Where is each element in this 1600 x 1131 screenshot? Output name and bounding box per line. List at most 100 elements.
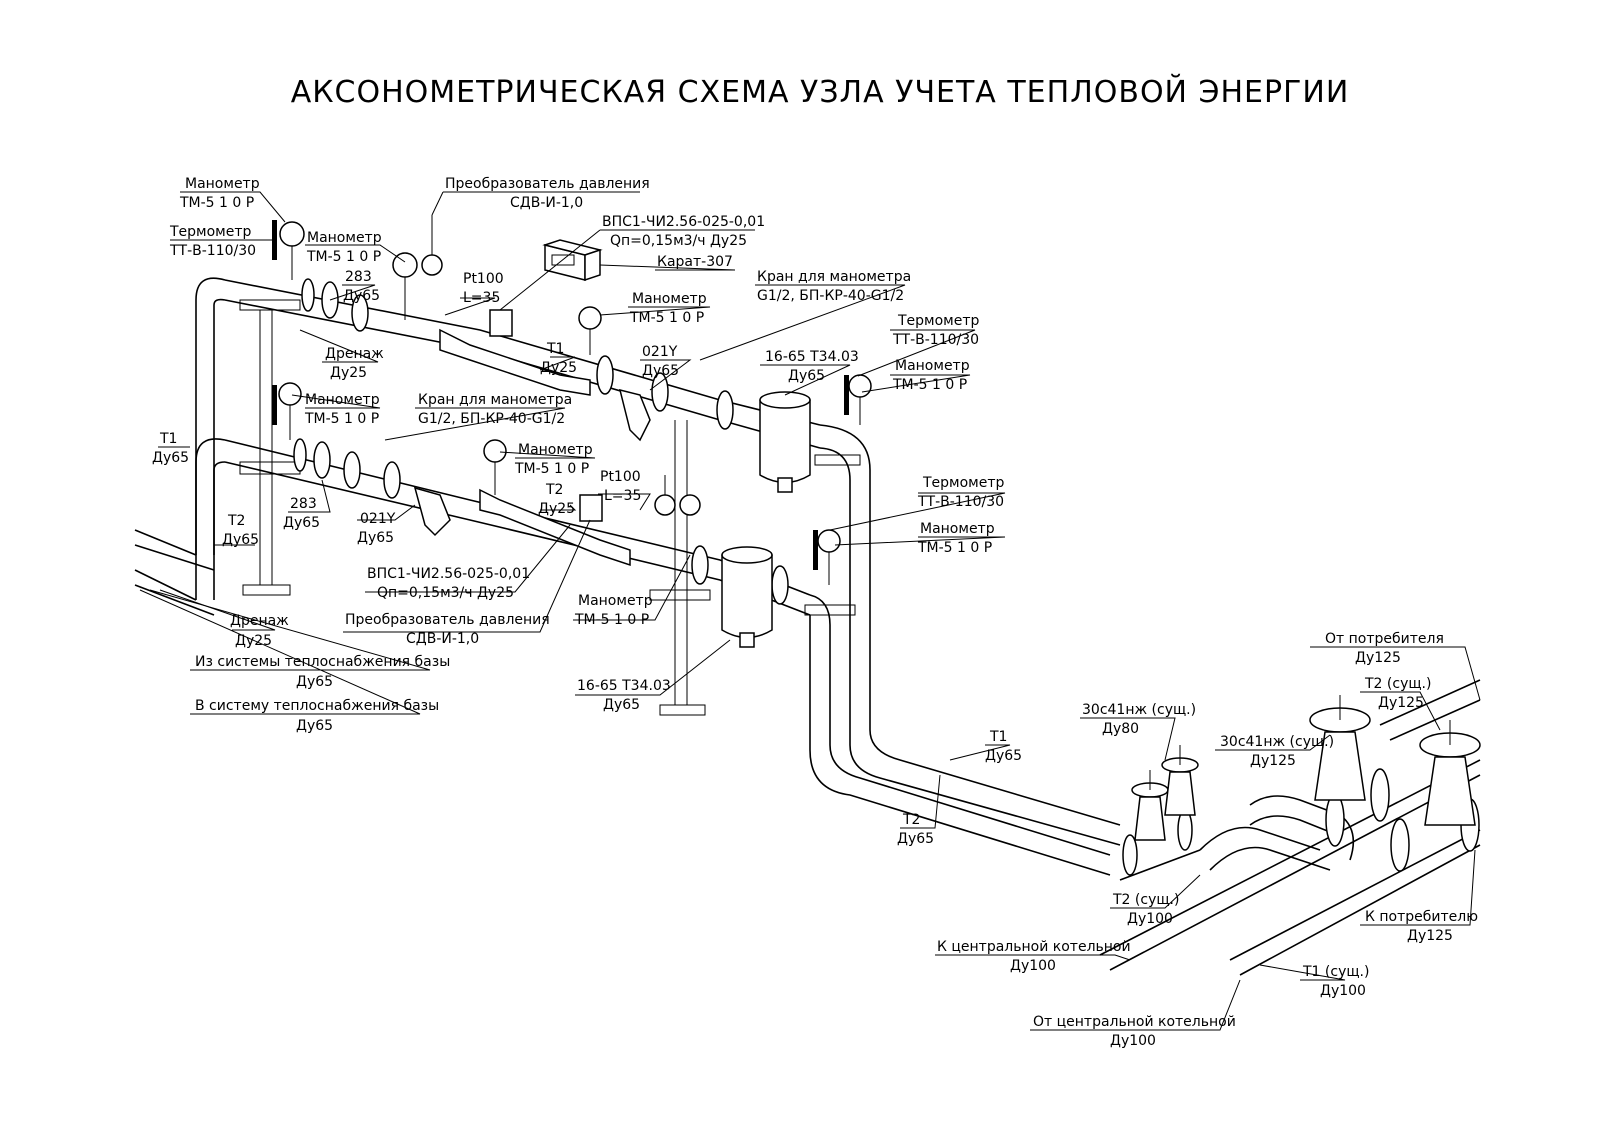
label-t2-existing-125: Т2 (сущ.) [1364,676,1431,692]
label-t2-existing-100: Т2 (сущ.) [1112,892,1179,908]
label-thermometer-3: Термометр [922,475,1005,491]
label-supply-from-base: Из системы теплоснабжения базы [195,654,450,670]
label-gauge-valve-lower: Кран для манометра [418,392,572,408]
label-gauge-valve-upper: Кран для манометра [757,269,911,285]
label-manometer-3: Манометр [632,291,707,307]
label-t1-du65-left-dn: Ду65 [152,450,189,466]
label-to-consumer-dn: Ду125 [1407,928,1453,944]
label-pressure-transducer-1-model: СДВ-И-1,0 [510,195,583,211]
label-manometer-4: Манометр [895,358,970,374]
label-pressure-transducer-1: Преобразователь давления [445,176,650,192]
label-t2-du65-right: Т2 [902,812,920,828]
label-filter-283-upper-dn: Ду65 [343,288,380,304]
label-t1-du65-right: Т1 [989,729,1007,745]
label-valve-30s41-du80: 30с41нж (сущ.) [1082,702,1196,718]
label-valve-30s41-du80-dn: Ду80 [1102,721,1139,737]
label-t2-du65-left-dn: Ду65 [222,532,259,548]
pressure-gauges [272,215,872,585]
label-t2-existing-125-dn: Ду125 [1378,695,1424,711]
label-manometer-6-model: ТМ-5 1 0 Р [514,461,589,477]
label-t1-du65-left: Т1 [159,431,177,447]
label-to-central-boiler-dn: Ду100 [1010,958,1056,974]
label-manometer-2: Манометр [307,230,382,246]
mud-traps [721,391,811,648]
label-manometer-1-model: ТМ-5 1 0 Р [179,195,254,211]
label-thermometer-2: Термометр [897,313,980,329]
label-to-consumer: К потребителю [1365,909,1478,925]
label-t2-du25-dn: Ду25 [538,501,575,517]
label-filter-283-upper: 283 [345,269,372,285]
label-gauge-valve-lower-model: G1/2, БП-КР-40-G1/2 [418,411,565,427]
label-drain-lower-dn: Ду25 [235,633,272,649]
label-t1-du65-right-dn: Ду65 [985,748,1022,764]
label-manometer-6: Манометр [518,442,593,458]
label-mudtrap-lower: 16-65 Т34.03 [577,678,671,694]
label-heat-calculator: Карат-307 [657,254,733,270]
label-manometer-5: Манометр [305,392,380,408]
label-pressure-transducer-2-model: СДВ-И-1,0 [406,631,479,647]
label-valve-30s41-du125: 30с41нж (сущ.) [1220,734,1334,750]
label-flowmeter-2-params: Qп=0,15м3/ч Ду25 [377,585,514,601]
label-strainer-021y-lower-dn: Ду65 [357,530,394,546]
heat-calculator-karat-307 [542,239,603,282]
label-return-to-base: В систему теплоснабжения базы [195,698,439,714]
label-flowmeter-1: ВПС1-ЧИ2.56-025-0,01 [602,214,765,230]
label-strainer-021y-upper-dn: Ду65 [642,363,679,379]
annotation-labels: Манометр ТМ-5 1 0 Р Термометр ТТ-В-110/3… [152,176,1478,1049]
label-pressure-transducer-2: Преобразователь давления [345,612,550,628]
label-return-to-base-dn: Ду65 [296,718,333,734]
label-flowmeter-1-params: Qп=0,15м3/ч Ду25 [610,233,747,249]
label-flowmeter-2: ВПС1-ЧИ2.56-025-0,01 [367,566,530,582]
label-manometer-4-model: ТМ-5 1 0 Р [892,377,967,393]
label-pt100-upper: Pt100 [463,271,504,287]
label-mudtrap-upper: 16-65 Т34.03 [765,349,859,365]
label-thermometer-1: Термометр [169,224,252,240]
label-drain-lower: Дренаж [230,613,289,629]
label-thermometer-2-model: ТТ-В-110/30 [892,332,979,348]
flowmeters [439,309,631,567]
label-pt100-lower: Pt100 [600,469,641,485]
pipe-network [134,277,1481,976]
label-thermometer-1-model: ТТ-В-110/30 [169,243,256,259]
label-t1-du25-dn: Ду25 [540,360,577,376]
label-gauge-valve-upper-model: G1/2, БП-КР-40-G1/2 [757,288,904,304]
label-manometer-8-model: ТМ-5 1 0 Р [917,540,992,556]
label-mudtrap-upper-dn: Ду65 [788,368,825,384]
label-valve-30s41-du125-dn: Ду125 [1250,753,1296,769]
leader-lines [139,191,1481,1031]
label-from-consumer-dn: Ду125 [1355,650,1401,666]
label-t2-existing-100-dn: Ду100 [1127,911,1173,927]
label-strainer-021y-upper: 021Y [642,344,678,360]
label-t1-existing-100: Т1 (сущ.) [1302,964,1369,980]
label-t2-du65-left: Т2 [227,513,245,529]
label-manometer-7-model: ТМ-5 1 0 Р [574,612,649,628]
label-manometer-2-model: ТМ-5 1 0 Р [306,249,381,265]
label-from-central-boiler: От центральной котельной [1033,1014,1236,1030]
label-supply-from-base-dn: Ду65 [296,674,333,690]
label-strainer-021y-lower: 021Y [360,511,396,527]
label-drain-upper: Дренаж [325,346,384,362]
pipe-supports [239,299,861,716]
strainers [413,388,651,537]
label-manometer-7: Манометр [578,593,653,609]
label-filter-283-lower-dn: Ду65 [283,515,320,531]
label-t1-existing-100-dn: Ду100 [1320,983,1366,999]
label-mudtrap-lower-dn: Ду65 [603,697,640,713]
label-t2-du25: Т2 [545,482,563,498]
label-pt100-upper-length: L=35 [463,290,500,306]
label-thermometer-3-model: ТТ-В-110/30 [917,494,1004,510]
label-manometer-1: Манометр [185,176,260,192]
label-manometer-8: Манометр [920,521,995,537]
gate-valves [1131,695,1481,841]
label-pt100-lower-length: L=35 [604,488,641,504]
page-title: АКСОНОМЕТРИЧЕСКАЯ СХЕМА УЗЛА УЧЕТА ТЕПЛО… [291,74,1350,110]
label-filter-283-lower: 283 [290,496,317,512]
label-manometer-3-model: ТМ-5 1 0 Р [629,310,704,326]
label-drain-upper-dn: Ду25 [330,365,367,381]
label-from-central-boiler-dn: Ду100 [1110,1033,1156,1049]
label-t1-du25: Т1 [546,341,564,357]
label-from-consumer: От потребителя [1325,631,1444,647]
label-to-central-boiler: К центральной котельной [937,939,1131,955]
label-t2-du65-right-dn: Ду65 [897,831,934,847]
